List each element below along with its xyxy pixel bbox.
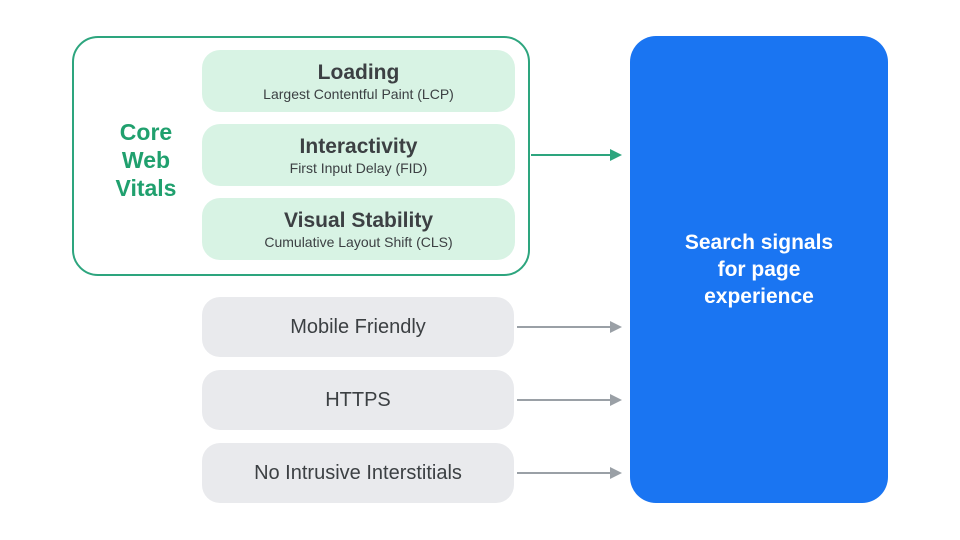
signal-label-mobile-friendly: Mobile Friendly — [290, 316, 426, 338]
vital-card-interactivity: Interactivity First Input Delay (FID) — [202, 124, 515, 186]
vital-subtitle-fid: First Input Delay (FID) — [289, 159, 428, 176]
signal-label-no-intrusive-interstitials: No Intrusive Interstitials — [254, 462, 462, 484]
vital-title-interactivity: Interactivity — [299, 134, 418, 158]
core-web-vitals-group — [72, 36, 530, 276]
signal-label-https: HTTPS — [325, 389, 391, 411]
no-intrusive-interstitials-arrow — [517, 467, 622, 479]
signal-card-no-intrusive-interstitials: No Intrusive Interstitials — [202, 443, 514, 503]
vital-title-loading: Loading — [317, 60, 400, 84]
vital-subtitle-cls: Cumulative Layout Shift (CLS) — [264, 233, 453, 250]
vital-card-loading: Loading Largest Contentful Paint (LCP) — [202, 50, 515, 112]
https-arrow — [517, 394, 622, 406]
signal-card-https: HTTPS — [202, 370, 514, 430]
vital-subtitle-lcp: Largest Contentful Paint (LCP) — [263, 85, 454, 102]
vital-card-visual-stability: Visual Stability Cumulative Layout Shift… — [202, 198, 515, 260]
core-web-vitals-arrow — [531, 149, 622, 161]
signal-card-mobile-friendly: Mobile Friendly — [202, 297, 514, 357]
vital-title-visual-stability: Visual Stability — [284, 208, 433, 232]
mobile-friendly-arrow — [517, 321, 622, 333]
core-web-vitals-label: Core Web Vitals — [115, 119, 177, 201]
search-signals-panel: Search signals for page experience — [630, 36, 888, 503]
search-signals-label: Search signals for page experience — [684, 231, 834, 308]
